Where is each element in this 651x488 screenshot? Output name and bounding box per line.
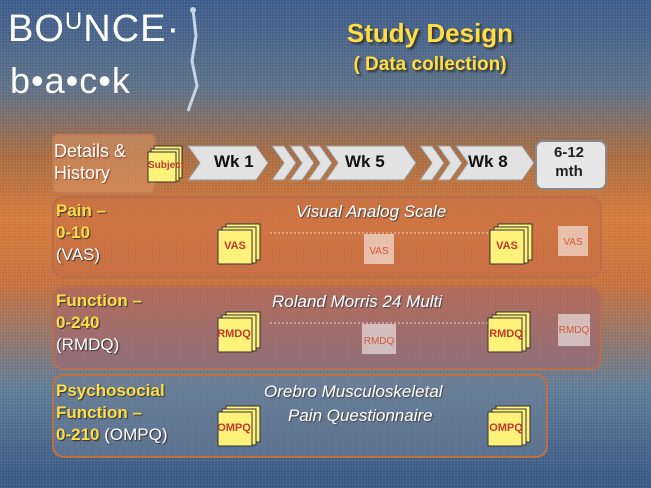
row-pain-title: Pain – 0-10 (VAS) [56, 201, 107, 264]
row-function-title: Function – 0-240 (RMDQ) [56, 291, 142, 354]
chevron [419, 145, 445, 181]
row-function-description: Roland Morris 24 Multi [272, 292, 443, 311]
vas-label: VAS [224, 240, 246, 252]
arrow-wk1 [187, 145, 269, 181]
row-psychosocial-title: Psychosocial Function – 0-210 (OMPQ) [56, 381, 168, 444]
rmdq-faint-document-icon [362, 324, 396, 354]
row-psychosocial [52, 374, 548, 458]
vas-document-icon [217, 223, 261, 265]
ompq-label: OMPQ [217, 422, 251, 434]
row-psychosocial-description-1: Orebro Musculoskeletal [264, 382, 443, 401]
chevron [271, 145, 297, 181]
details-history-box [52, 134, 156, 194]
vas-label-2: VAS [496, 240, 518, 252]
rmdq-faint-label-2: RMDQ [558, 325, 590, 336]
step-wk8: Wk 8 [468, 152, 508, 171]
rmdq-label-2: RMDQ [489, 328, 523, 340]
row-pain-description: Visual Analog Scale [296, 202, 447, 221]
final-followup-label: 6-12 mth [553, 144, 585, 180]
rmdq-faint-label: RMDQ [363, 336, 395, 347]
vas-faint-label-2: VAS [563, 237, 583, 248]
subject-document-icon [147, 145, 183, 183]
page-subtitle: ( Data collection) [353, 54, 507, 75]
arrow-wk8 [455, 145, 535, 181]
vas-faint-label: VAS [369, 246, 389, 257]
vas-faint-document-icon [364, 234, 394, 264]
chevron [289, 145, 315, 181]
subject-label: Subject [148, 160, 185, 171]
step-wk5: Wk 5 [345, 152, 385, 171]
final-followup-box [535, 140, 607, 190]
details-history-label: Details & History [54, 141, 127, 183]
step-wk1: Wk 1 [214, 152, 254, 171]
row-psychosocial-description-2: Pain Questionnaire [288, 406, 433, 425]
logo-back: b•a•c•k [10, 60, 131, 101]
timeline-arrows [187, 145, 535, 181]
chevron [307, 145, 333, 181]
vas-faint-document-icon-2 [558, 226, 588, 256]
rmdq-document-icon [217, 311, 261, 353]
logo-figure-icon [186, 7, 199, 112]
ompq-document-icon-2 [487, 405, 531, 447]
rmdq-document-icon-2 [487, 311, 531, 353]
ompq-document-icon [217, 405, 261, 447]
arrow-wk5 [325, 145, 417, 181]
rmdq-label: RMDQ [217, 328, 251, 340]
vas-document-icon-2 [489, 223, 533, 265]
rmdq-faint-document-icon-2 [558, 314, 590, 346]
ompq-label-2: OMPQ [489, 422, 523, 434]
logo-bounce: BOUNCE· [8, 8, 181, 50]
page-title: Study Design [346, 18, 514, 48]
chevron [437, 145, 463, 181]
